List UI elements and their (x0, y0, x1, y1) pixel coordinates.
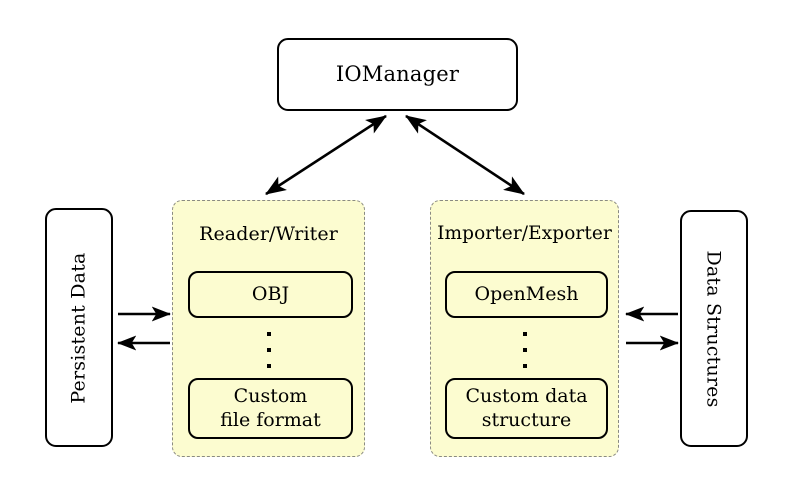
node-data-structures[interactable]: Data Structures (680, 210, 748, 447)
node-iomanager[interactable]: IOManager (277, 38, 518, 111)
ellipsis-importer-exporter (431, 329, 618, 371)
ellipsis-dot (522, 348, 527, 352)
ellipsis-dot (522, 364, 527, 368)
node-persistent-data[interactable]: Persistent Data (45, 208, 113, 447)
connector-manager-reader-writer (265, 114, 387, 196)
ellipsis-dot (266, 332, 271, 336)
item-openmesh[interactable]: OpenMesh (445, 271, 608, 318)
node-data-structures-label: Data Structures (703, 249, 725, 408)
node-iomanager-label: IOManager (335, 62, 460, 87)
ellipsis-reader-writer (173, 329, 364, 371)
ellipsis-dot (266, 348, 271, 352)
ellipsis-dot (522, 332, 527, 336)
group-reader-writer-title: Reader/Writer (199, 223, 338, 245)
item-obj-label: OBJ (251, 282, 290, 305)
ellipsis-dot (266, 364, 271, 368)
node-persistent-data-label: Persistent Data (68, 251, 90, 404)
item-openmesh-label: OpenMesh (474, 282, 579, 305)
group-importer-exporter-title: Importer/Exporter (437, 223, 612, 244)
connector-manager-importer-exporter (405, 114, 525, 196)
item-obj[interactable]: OBJ (188, 271, 353, 318)
